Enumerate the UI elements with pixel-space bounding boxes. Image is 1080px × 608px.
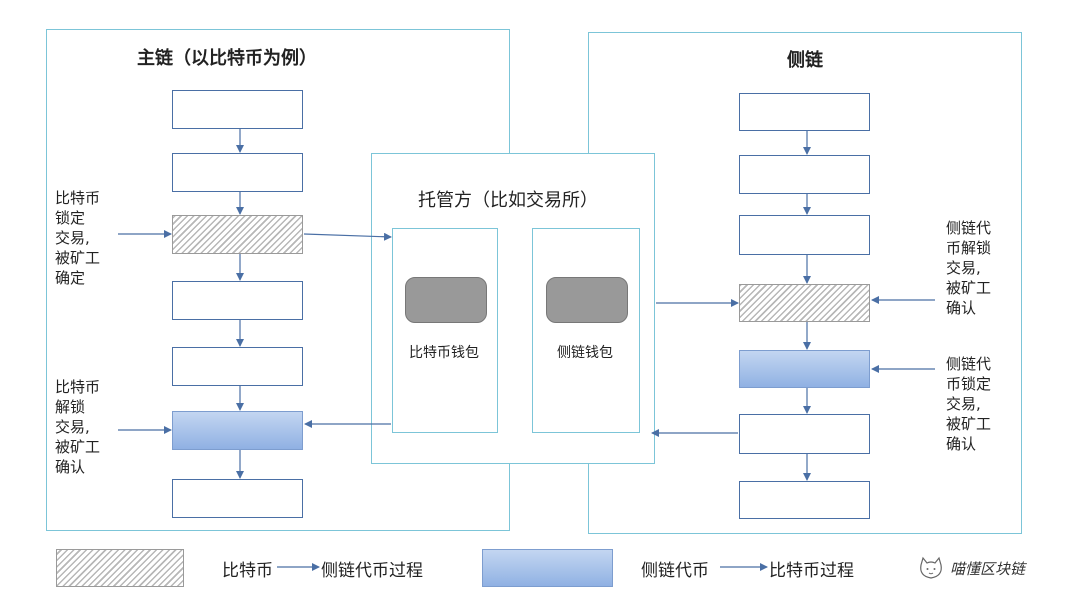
main-block-1 <box>172 90 303 129</box>
main-to-custodian-arrow <box>303 232 392 241</box>
side-block-1 <box>739 93 870 131</box>
side-unlock-note: 侧链代 币解锁 交易, 被矿工 确认 <box>946 218 991 318</box>
main-block-lock-hatched <box>172 215 303 254</box>
bitcoin-wallet-icon <box>405 277 487 323</box>
side-block-3 <box>739 215 870 255</box>
side-block-2 <box>739 155 870 194</box>
sidechain-wallet-icon <box>546 277 628 323</box>
main-lock-note-line-4: 被矿工 <box>55 249 101 267</box>
main-block-2 <box>172 153 303 192</box>
main-lock-note-line-2: 锁定 <box>55 209 86 227</box>
side-unlock-note-line-4: 被矿工 <box>946 279 992 297</box>
main-lock-note-line-5: 确定 <box>55 269 86 287</box>
main-chain-title: 主链（以比特币为例） <box>137 48 317 69</box>
side-unlock-note-line-5: 确认 <box>946 299 977 317</box>
main-unlock-note-line-2: 解锁 <box>55 398 86 416</box>
side-block-unlock-hatched <box>739 284 870 322</box>
custodian-title: 托管方（比如交易所） <box>418 190 598 211</box>
main-block-7 <box>172 479 303 518</box>
bitcoin-wallet-label: 比特币钱包 <box>409 345 479 361</box>
side-block-lock-blue <box>739 350 870 388</box>
legend-hatched-swatch <box>56 549 184 587</box>
legend-item2-from: 侧链代币 <box>641 561 709 581</box>
side-chain-title: 侧链 <box>787 50 823 71</box>
side-lock-note-line-4: 被矿工 <box>946 415 992 433</box>
legend-item2-to: 比特币过程 <box>769 561 854 581</box>
main-unlock-note-line-1: 比特币 <box>55 378 101 396</box>
sidechain-wallet-label: 侧链钱包 <box>557 345 613 361</box>
bitcoin-wallet-box <box>392 228 498 433</box>
side-unlock-note-line-1: 侧链代 <box>946 219 992 237</box>
legend-item1-from: 比特币 <box>222 561 273 581</box>
cat-logo-icon <box>920 556 942 579</box>
main-block-unlock-blue <box>172 411 303 450</box>
side-block-6 <box>739 414 870 454</box>
main-block-4 <box>172 281 303 320</box>
watermark-text: 喵懂区块链 <box>950 560 1026 578</box>
side-unlock-note-line-3: 交易, <box>946 259 981 277</box>
legend-item1-to: 侧链代币过程 <box>321 561 423 581</box>
side-block-7 <box>739 481 870 519</box>
side-lock-note-line-3: 交易, <box>946 395 981 413</box>
side-lock-note-line-5: 确认 <box>946 435 977 453</box>
side-lock-note-line-2: 币锁定 <box>946 375 992 393</box>
main-lock-note-line-3: 交易, <box>55 229 90 247</box>
sidechain-wallet-box <box>532 228 640 433</box>
main-unlock-note: 比特币 解锁 交易, 被矿工 确认 <box>55 377 100 477</box>
main-block-5 <box>172 347 303 386</box>
main-lock-note: 比特币 锁定 交易, 被矿工 确定 <box>55 188 100 288</box>
legend-blue-swatch <box>482 549 613 587</box>
side-lock-note-line-1: 侧链代 <box>946 355 992 373</box>
main-unlock-note-line-3: 交易, <box>55 418 90 436</box>
side-unlock-note-line-2: 币解锁 <box>946 239 992 257</box>
side-lock-note: 侧链代 币锁定 交易, 被矿工 确认 <box>946 354 991 454</box>
main-unlock-note-line-5: 确认 <box>55 458 86 476</box>
main-unlock-note-line-4: 被矿工 <box>55 438 101 456</box>
main-lock-note-line-1: 比特币 <box>55 189 101 207</box>
